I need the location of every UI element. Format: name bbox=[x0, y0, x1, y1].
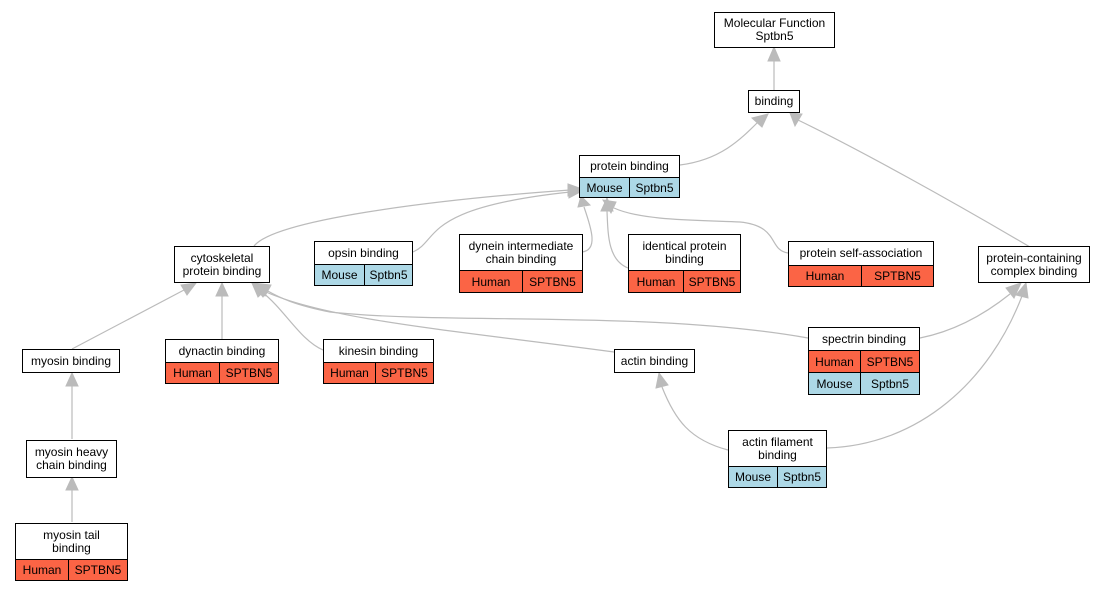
species-cell: Mouse bbox=[809, 373, 860, 394]
edge-binding-to-mf bbox=[767, 45, 781, 91]
species-cell: Human bbox=[166, 363, 219, 383]
edge-actin-filament-to-actin bbox=[655, 371, 729, 451]
node-dynein-intermediate-chain-binding: dynein intermediate chain binding Human … bbox=[459, 234, 583, 293]
node-title: kinesin binding bbox=[338, 343, 419, 358]
edge-myosin-tail-to-myosin-heavy bbox=[65, 475, 79, 522]
edge-complex-to-binding bbox=[789, 112, 1031, 248]
gene-cell: SPTBN5 bbox=[683, 271, 740, 292]
species-cell: Mouse bbox=[315, 265, 364, 285]
species-cell: Human bbox=[809, 351, 860, 372]
node-actin-binding: actin binding bbox=[614, 349, 695, 373]
node-title: cytoskeletal protein binding bbox=[182, 250, 262, 278]
node-myosin-tail-binding: myosin tail binding Human SPTBN5 bbox=[15, 523, 128, 581]
species-row: Human SPTBN5 bbox=[324, 362, 433, 383]
species-row: Mouse Sptbn5 bbox=[809, 372, 919, 394]
species-row: Human SPTBN5 bbox=[460, 270, 582, 292]
gene-cell: SPTBN5 bbox=[375, 363, 433, 383]
node-protein-self-association: protein self-association Human SPTBN5 bbox=[788, 241, 934, 287]
node-actin-filament-binding: actin filament binding Mouse Sptbn5 bbox=[728, 430, 827, 488]
node-molecular-function: Molecular Function Sptbn5 bbox=[714, 12, 835, 48]
node-cytoskeletal-protein-binding: cytoskeletal protein binding bbox=[174, 246, 270, 283]
species-cell: Human bbox=[789, 266, 861, 286]
gene-cell: SPTBN5 bbox=[860, 351, 919, 372]
species-cell: Mouse bbox=[580, 178, 629, 197]
species-row: Mouse Sptbn5 bbox=[729, 466, 826, 487]
species-cell: Human bbox=[324, 363, 375, 383]
species-row: Mouse Sptbn5 bbox=[580, 177, 679, 197]
edge-spectrin-to-complex bbox=[919, 282, 1022, 339]
node-myosin-heavy-chain-binding: myosin heavy chain binding bbox=[26, 440, 117, 478]
edge-myosin-heavy-to-myosin bbox=[65, 371, 79, 439]
node-title: dynein intermediate chain binding bbox=[468, 238, 574, 266]
node-dynactin-binding: dynactin binding Human SPTBN5 bbox=[165, 339, 279, 384]
node-title: myosin heavy chain binding bbox=[34, 445, 109, 472]
node-title: identical protein binding bbox=[642, 238, 727, 266]
edge-dynein-to-protein-binding bbox=[577, 195, 593, 253]
species-row: Human SPTBN5 bbox=[629, 270, 740, 292]
node-title: myosin tail binding bbox=[43, 527, 100, 555]
species-row: Mouse Sptbn5 bbox=[315, 264, 412, 285]
species-row: Human SPTBN5 bbox=[809, 350, 919, 372]
gene-cell: SPTBN5 bbox=[219, 363, 278, 383]
gene-cell: Sptbn5 bbox=[777, 467, 826, 487]
node-myosin-binding: myosin binding bbox=[22, 349, 120, 373]
gene-cell: Sptbn5 bbox=[364, 265, 412, 285]
node-protein-containing-complex-binding: protein-containing complex binding bbox=[978, 246, 1090, 283]
node-title: protein self-association bbox=[799, 246, 923, 260]
node-title: dynactin binding bbox=[178, 343, 266, 358]
species-row: Human SPTBN5 bbox=[16, 559, 127, 580]
edge-opsin-to-protein-binding bbox=[412, 185, 584, 253]
species-cell: Human bbox=[460, 271, 522, 292]
edge-spectrin-to-cytoskeletal bbox=[251, 282, 809, 339]
gene-cell: SPTBN5 bbox=[861, 266, 933, 286]
edge-dynactin-to-cytoskeletal bbox=[215, 281, 229, 340]
node-title: spectrin binding bbox=[821, 331, 907, 346]
species-cell: Mouse bbox=[729, 467, 777, 487]
node-title: actin binding bbox=[620, 353, 689, 368]
species-cell: Human bbox=[16, 560, 68, 580]
node-title: binding bbox=[754, 94, 794, 108]
node-binding: binding bbox=[748, 90, 800, 113]
node-spectrin-binding: spectrin binding Human SPTBN5 Mouse Sptb… bbox=[808, 327, 920, 395]
node-title: protein-containing complex binding bbox=[986, 250, 1082, 278]
edge-protein-binding-to-binding bbox=[679, 113, 769, 166]
species-row: Human SPTBN5 bbox=[789, 265, 933, 286]
node-title: Molecular Function Sptbn5 bbox=[723, 16, 826, 43]
node-protein-binding: protein binding Mouse Sptbn5 bbox=[579, 155, 680, 198]
species-row: Human SPTBN5 bbox=[166, 362, 278, 383]
node-title: protein binding bbox=[590, 159, 669, 173]
species-cell: Human bbox=[629, 271, 683, 292]
node-opsin-binding: opsin binding Mouse Sptbn5 bbox=[314, 241, 413, 286]
gene-cell: SPTBN5 bbox=[522, 271, 582, 292]
node-kinesin-binding: kinesin binding Human SPTBN5 bbox=[323, 339, 434, 384]
edge-self-assoc-to-protein-binding bbox=[602, 199, 789, 254]
gene-cell: Sptbn5 bbox=[629, 178, 679, 197]
edge-myosin-to-cytoskeletal bbox=[71, 282, 198, 350]
node-identical-protein-binding: identical protein binding Human SPTBN5 bbox=[628, 234, 741, 293]
gene-cell: Sptbn5 bbox=[860, 373, 919, 394]
node-title: myosin binding bbox=[30, 353, 112, 368]
edge-actin-filament-to-complex bbox=[826, 281, 1029, 449]
gene-cell: SPTBN5 bbox=[68, 560, 127, 580]
node-title: opsin binding bbox=[328, 245, 399, 260]
node-title: actin filament binding bbox=[742, 434, 813, 462]
